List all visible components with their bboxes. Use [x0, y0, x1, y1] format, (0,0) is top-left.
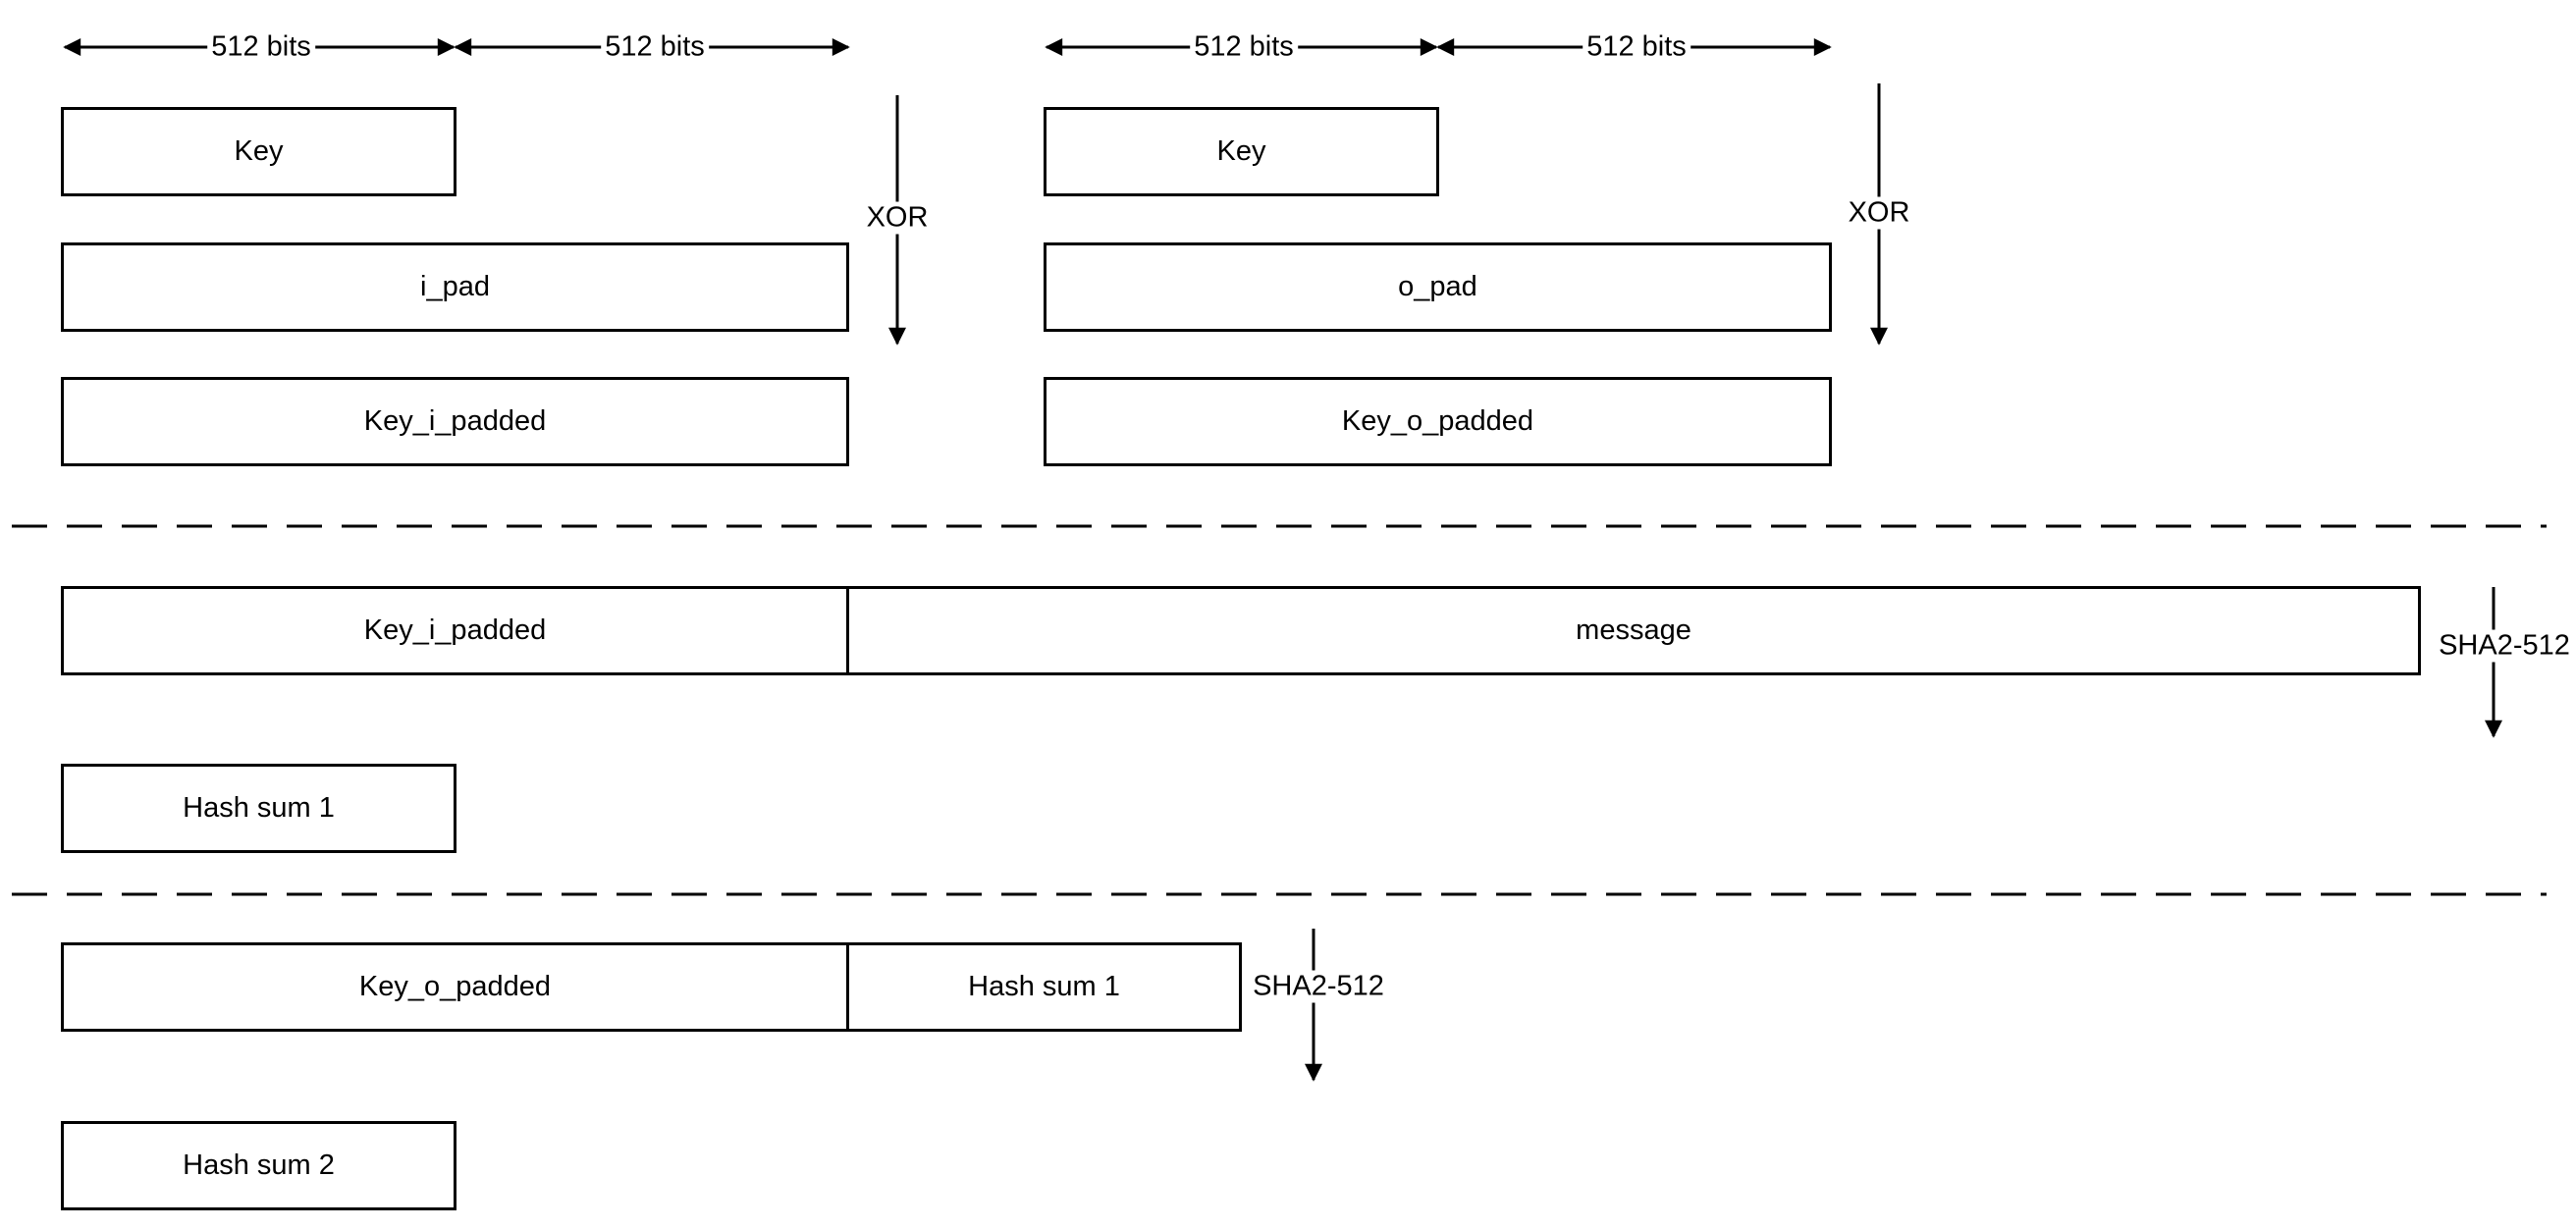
opad-box: o_pad [1044, 242, 1832, 332]
sha-label-bottom: SHA2-512 [1251, 970, 1386, 1003]
hash-sum-1-input-label: Hash sum 1 [968, 971, 1120, 1002]
key-o-padded-box-bottom: Key_o_padded [61, 942, 849, 1032]
message-label: message [1576, 615, 1691, 646]
sha-label-middle: SHA2-512 [2437, 629, 2572, 663]
key-i-padded-label-top: Key_i_padded [363, 405, 547, 437]
bits-label-left-2: 512 bits [601, 32, 709, 62]
xor-label-inner: XOR [864, 201, 931, 235]
key-box-outer: Key [1044, 107, 1439, 196]
opad-label: o_pad [1398, 271, 1477, 302]
hash-sum-1-box: Hash sum 1 [61, 764, 456, 853]
xor-label-outer: XOR [1846, 196, 1912, 230]
ipad-label: i_pad [420, 271, 490, 302]
key-box-inner: Key [61, 107, 456, 196]
key-label-inner: Key [234, 135, 284, 167]
key-i-padded-box-top: Key_i_padded [61, 377, 849, 466]
hash-sum-2-box: Hash sum 2 [61, 1121, 456, 1210]
message-box: message [846, 586, 2421, 675]
key-i-padded-label-middle: Key_i_padded [363, 615, 547, 646]
ipad-box: i_pad [61, 242, 849, 332]
key-label-outer: Key [1216, 135, 1266, 167]
hash-sum-1-input-box: Hash sum 1 [846, 942, 1242, 1032]
key-o-padded-box-top: Key_o_padded [1044, 377, 1832, 466]
bits-label-right-1: 512 bits [1190, 32, 1298, 62]
hash-sum-2-label: Hash sum 2 [183, 1150, 335, 1181]
key-o-padded-label-top: Key_o_padded [1341, 405, 1534, 437]
bits-label-right-2: 512 bits [1583, 32, 1690, 62]
bits-label-left-1: 512 bits [207, 32, 315, 62]
key-o-padded-label-bottom: Key_o_padded [358, 971, 552, 1002]
key-i-padded-box-middle: Key_i_padded [61, 586, 849, 675]
hash-sum-1-label: Hash sum 1 [183, 792, 335, 824]
